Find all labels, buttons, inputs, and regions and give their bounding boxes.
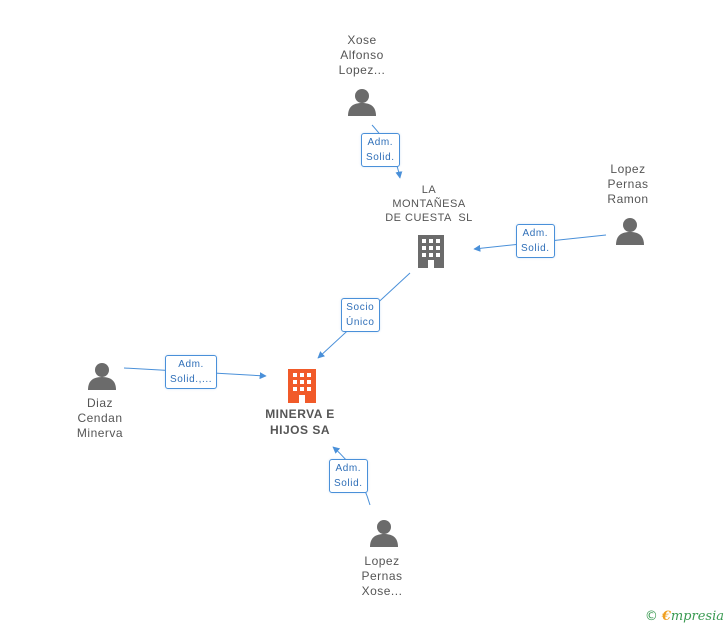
copyright-icon: © — [644, 609, 658, 624]
node-label-xose-alfonso[interactable]: Xose Alfonso Lopez... — [330, 33, 394, 78]
edge-label-line: Adm. — [335, 463, 362, 474]
label-line: LA — [421, 184, 437, 196]
label-line: Pernas — [607, 177, 649, 191]
label-line: Cendan — [77, 411, 123, 425]
node-label-minerva[interactable]: MINERVA E HIJOS SA — [252, 406, 348, 438]
person-icon[interactable] — [616, 218, 644, 245]
edge-label-line: Socio — [346, 302, 375, 313]
person-icon[interactable] — [370, 520, 398, 547]
label-line: MINERVA E — [265, 407, 335, 421]
edge-label-line: Solid. — [334, 478, 363, 489]
person-icon[interactable] — [348, 89, 376, 116]
node-label-la-montanesa[interactable]: LA MONTAÑESA DE CUESTA SL — [374, 183, 484, 225]
node-label-lopez-pernas-xose[interactable]: Lopez Pernas Xose... — [350, 554, 414, 599]
edge-label-line: Único — [346, 317, 375, 328]
label-line: HIJOS SA — [269, 423, 330, 437]
brand-e: € — [661, 609, 671, 624]
edge-label-line: Adm. — [522, 228, 549, 239]
node-label-lopez-pernas-ramon[interactable]: Lopez Pernas Ramon — [598, 162, 658, 207]
brand-name: mpresia — [670, 609, 724, 624]
label-line: MONTAÑESA — [392, 198, 466, 210]
label-line: Lopez... — [338, 63, 386, 77]
label-line: Diaz — [86, 396, 113, 410]
label-line: Minerva — [76, 426, 124, 440]
node-label-diaz-cendan[interactable]: Diaz Cendan Minerva — [68, 396, 132, 441]
empresia-logo[interactable]: ©€mpresia — [645, 609, 724, 624]
edge-label-diaz-cendan[interactable]: Adm. Solid.,... — [165, 355, 218, 389]
label-line: Xose — [347, 33, 377, 47]
label-line: Alfonso — [340, 48, 384, 62]
edge-label-line: Adm. — [367, 137, 394, 148]
edge-label-lopez-pernas-ramon[interactable]: Adm. Solid. — [516, 224, 555, 258]
edge-label-xose-alfonso[interactable]: Adm. Solid. — [361, 133, 400, 167]
label-line: Xose... — [361, 584, 403, 598]
building-icon[interactable] — [288, 369, 316, 403]
label-line: Pernas — [361, 569, 403, 583]
label-line: Lopez — [364, 554, 400, 568]
edge-label-line: Solid. — [366, 152, 395, 163]
person-icon[interactable] — [88, 363, 116, 390]
building-icon[interactable] — [418, 235, 444, 268]
edge-label-la-montanesa[interactable]: Socio Único — [341, 298, 380, 332]
label-line: Ramon — [607, 192, 649, 206]
label-line: Lopez — [610, 162, 646, 176]
edge-label-line: Solid.,... — [170, 374, 213, 385]
label-line: DE CUESTA SL — [385, 212, 473, 224]
edge-label-lopez-pernas-xose[interactable]: Adm. Solid. — [329, 459, 368, 493]
edge-label-line: Adm. — [178, 359, 204, 370]
edge-label-line: Solid. — [521, 243, 550, 254]
